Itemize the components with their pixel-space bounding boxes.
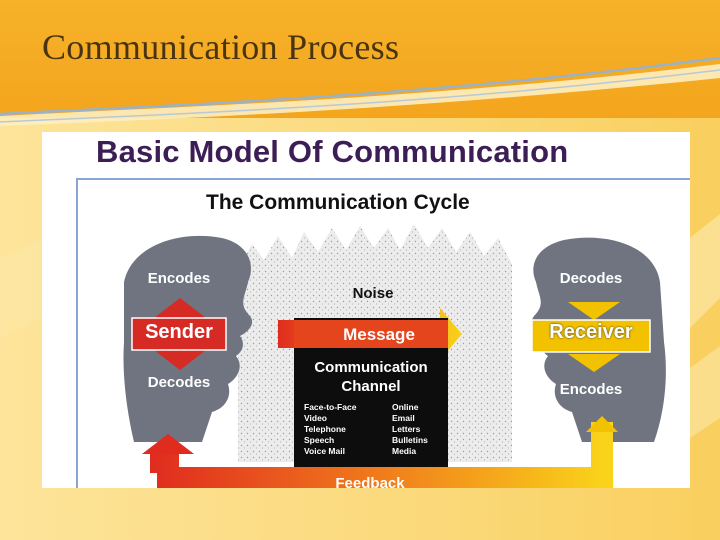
channel-title: Communication Channel [296,358,446,396]
receiver-box [531,319,651,353]
sender-down-arrow [154,350,206,370]
header-swoosh [0,56,720,126]
channel-item: Letters [392,424,421,434]
channel-item: Media [392,446,417,456]
channel-item: Email [392,413,415,423]
sender-label: Sender [145,321,213,343]
receiver-label: Receiver [549,321,633,343]
message-label: Message [343,325,415,344]
feedback-loop [150,422,613,488]
communication-model-figure: Basic Model Of Communication [42,132,690,488]
channel-item: Video [304,413,327,423]
sender-encodes-label: Encodes [147,270,211,287]
channel-title-line2: Channel [341,378,401,395]
channel-item: Speech [304,435,335,445]
communication-cycle-diagram [123,224,666,488]
channel-item: Telephone [304,424,346,434]
background-stripes [0,214,720,438]
sender-box [131,317,227,351]
receiver-decodes-label: Decodes [559,270,623,287]
receiver-down-arrow [568,302,620,320]
diagram-frame [76,178,690,488]
feedback-label: Feedback [335,475,405,488]
receiver-encodes-label: Encodes [559,381,623,398]
figure-title: Basic Model Of Communication [96,134,569,169]
message-band [294,320,448,348]
feedback-arrowhead [142,434,194,454]
receiver-up-arrow [568,354,620,372]
sender-up-arrow [154,298,206,318]
slide-title: Communication Process [42,27,400,67]
channel-item: Voice Mail [304,446,345,456]
channel-item: Face-to-Face [304,402,357,412]
noise-label: Noise [352,285,394,302]
channel-item: Online [392,402,419,412]
channel-title-line1: Communication [314,359,428,376]
receiver-feedback-arrow [586,416,618,432]
sender-decodes-label: Decodes [147,374,211,391]
cycle-title: The Communication Cycle [206,191,470,214]
channel-item: Bulletins [392,435,428,445]
